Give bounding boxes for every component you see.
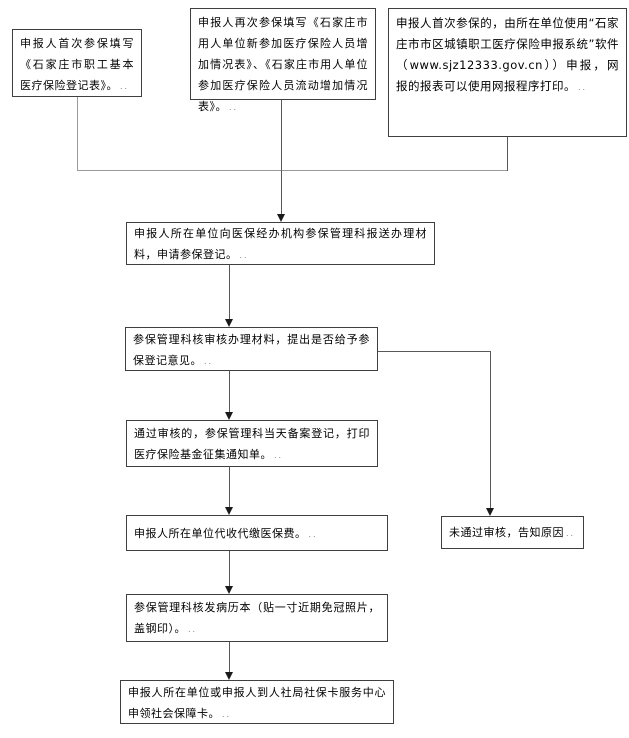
flow-box-collect-fees-text: 申报人所在单位代收代缴医保费。 [134,527,307,540]
paragraph-mark: .. [239,251,249,260]
flow-box-reject: 未通过审核，告知原因.. [441,516,584,549]
arrow-down-icon [486,508,494,516]
flow-box-issue-booklet: 参保管理科核发病历本（贴一寸近期免冠照片，盖钢印）。.. [126,594,388,642]
flow-box-get-card-text: 申报人所在单位或申报人到人社局社保卡服务中心申领社会保障卡。 [128,686,386,720]
connector-booklet-to-card [229,642,230,674]
connector-register-to-collect [229,467,230,509]
connector-review-right [378,351,491,352]
paragraph-mark: .. [308,530,318,539]
paragraph-mark: .. [204,357,214,366]
connector-review-to-register [229,371,230,414]
flow-box-reject-text: 未通过审核，告知原因 [449,526,564,539]
flow-box-get-card: 申报人所在单位或申报人到人社局社保卡服务中心申领社会保障卡。.. [120,680,394,724]
connector-reject-down [490,351,491,510]
flow-box-review: 参保管理科核审核办理材料，提出是否给予参保登记意见。.. [125,327,378,371]
flow-box-fill-first-text: 申报人首次参保填写《石家庄市职工基本医疗保险登记表》。 [20,37,134,92]
paragraph-mark: .. [120,82,130,91]
connector-fill-again-down [281,100,282,215]
flow-box-register-print-text: 通过审核的，参保管理科当天备案登记，打印医疗保险基金征集通知单。 [134,427,370,461]
arrow-down-icon [225,412,233,420]
paragraph-mark: .. [188,625,198,634]
connector-top-horizontal [77,170,508,171]
paragraph-mark: .. [566,529,576,538]
paragraph-mark: .. [222,710,232,719]
flow-box-online-declare: 申报人首次参保的，由所在单位使用“石家庄市市区城镇职工医疗保险申报系统”软件（w… [388,8,627,137]
arrow-down-icon [277,214,285,222]
flow-box-fill-again-text: 申报人再次参保填写《石家庄市用人单位新参加医疗保险人员增加情况表》、《石家庄市用… [198,16,368,113]
flow-box-fill-again: 申报人再次参保填写《石家庄市用人单位新参加医疗保险人员增加情况表》、《石家庄市用… [190,8,376,113]
connector-fill-first-down [77,97,78,170]
flow-box-submit-materials-text: 申报人所在单位向医保经办机构参保管理科报送办理材料，申请参保登记。 [134,227,427,261]
paragraph-mark: .. [274,451,284,460]
connector-submit-to-review [229,265,230,321]
connector-online-down [507,137,508,171]
flow-box-issue-booklet-text: 参保管理科核发病历本（贴一寸近期免冠照片，盖钢印）。 [134,601,380,635]
flow-box-collect-fees: 申报人所在单位代收代缴医保费。.. [126,515,388,551]
flow-box-submit-materials: 申报人所在单位向医保经办机构参保管理科报送办理材料，申请参保登记。.. [126,222,435,265]
arrow-down-icon [225,672,233,680]
flow-box-online-declare-text: 申报人首次参保的，由所在单位使用“石家庄市市区城镇职工医疗保险申报系统”软件（w… [396,16,619,93]
arrow-down-icon [225,586,233,594]
paragraph-mark: .. [229,103,239,112]
paragraph-mark: .. [578,83,588,92]
connector-collect-to-booklet [229,551,230,588]
arrow-down-icon [225,319,233,327]
flow-box-register-print: 通过审核的，参保管理科当天备案登记，打印医疗保险基金征集通知单。.. [126,420,378,467]
flow-box-review-text: 参保管理科核审核办理材料，提出是否给予参保登记意见。 [133,333,370,367]
flow-box-fill-first: 申报人首次参保填写《石家庄市职工基本医疗保险登记表》。.. [12,29,142,97]
arrow-down-icon [225,507,233,515]
